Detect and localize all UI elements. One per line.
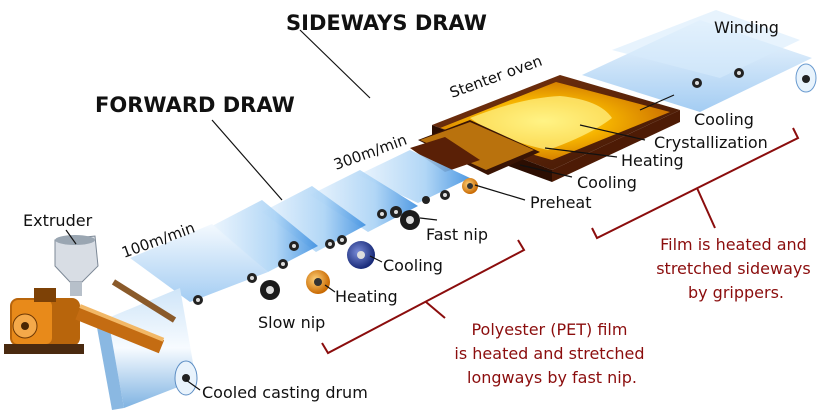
bracket-forward [321,239,526,355]
cooling-rollers-low [289,235,375,269]
bracket-sideways [591,127,800,240]
slow-nip-rollers [193,280,280,305]
label-slow-nip: Slow nip [258,313,325,332]
forward-draw-films [130,150,470,302]
note-sideways: Film is heated and stretched sideways by… [656,235,816,302]
label-extruder: Extruder [23,211,93,230]
leader-lines [65,29,675,391]
extruder [4,235,165,354]
fast-nip-rollers [377,178,478,230]
header-sideways-draw: SIDEWAYS DRAW [286,11,487,35]
label-cooling-low: Cooling [383,256,443,275]
stenter-oven [410,75,680,182]
label-winding: Winding [714,18,779,37]
label-heating-low: Heating [335,287,398,306]
label-crystallization: Crystallization [654,133,768,152]
label-cooling-top: Cooling [694,110,754,129]
heating-rollers-low [247,259,330,294]
label-cooling-mid: Cooling [577,173,637,192]
label-casting-drum: Cooled casting drum [202,383,368,402]
label-preheat: Preheat [530,193,592,212]
label-heating-top: Heating [621,151,684,170]
label-fast-nip: Fast nip [426,225,488,244]
header-forward-draw: FORWARD DRAW [95,93,295,117]
note-forward: Polyester (PET) film is heated and stret… [454,320,649,387]
winding-film [582,10,817,112]
